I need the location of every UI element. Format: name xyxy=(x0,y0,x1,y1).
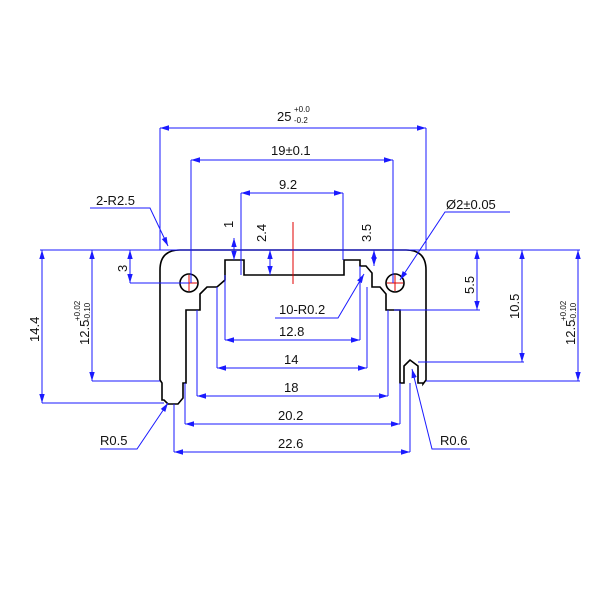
label-left-height-upper: +0.02 xyxy=(73,300,82,321)
label-left-height-lower: -0.10 xyxy=(83,302,92,321)
label-left-height: 12.5 +0.02 -0.10 xyxy=(73,300,92,345)
label-hole-diameter: Ø2±0.05 xyxy=(446,197,496,212)
leader-right-foot xyxy=(411,368,470,450)
label-height-10-5: 10.5 xyxy=(507,294,522,319)
dimension-labels: 25 +0.0 -0.2 19±0.1 9.2 2-R2.5 Ø2±0.05 1… xyxy=(27,105,578,451)
label-overall-width: 25 xyxy=(277,109,291,124)
label-radius-right-foot: R0.6 xyxy=(440,433,467,448)
label-w-20-2: 20.2 xyxy=(278,408,303,423)
right-mounting-hole xyxy=(385,273,405,293)
label-height-14-4: 14.4 xyxy=(27,317,42,342)
label-radius-left-foot: R0.5 xyxy=(100,433,127,448)
label-lip-1: 1 xyxy=(221,221,236,228)
label-overall-width-upper: +0.0 xyxy=(294,105,310,114)
label-right-height-lower: -0.10 xyxy=(569,302,578,321)
leader-left-foot xyxy=(100,402,169,450)
profile-outline xyxy=(159,249,427,405)
label-lip-2-4: 2.4 xyxy=(254,224,269,242)
label-overall-width-lower: -0.2 xyxy=(294,116,308,125)
label-fillet-radius: 10-R0.2 xyxy=(279,302,325,317)
leader-hole-diameter xyxy=(399,211,510,281)
leader-corner-radius xyxy=(90,207,169,247)
label-w-12-8: 12.8 xyxy=(279,324,304,339)
label-right-height-upper: +0.02 xyxy=(559,300,568,321)
dimension-lines xyxy=(39,125,581,455)
label-slot-outer-width: 19±0.1 xyxy=(271,143,311,158)
label-slot-inner-width: 9.2 xyxy=(279,177,297,192)
label-w-22-6: 22.6 xyxy=(278,436,303,451)
label-w-14: 14 xyxy=(284,352,298,367)
label-depth-3-5: 3.5 xyxy=(359,224,374,242)
leader-fillet xyxy=(275,273,365,319)
label-right-height: 12.5 +0.02 -0.10 xyxy=(559,300,578,345)
label-w-18: 18 xyxy=(284,380,298,395)
label-right-height-base: 12.5 xyxy=(563,320,578,345)
label-height-5-5: 5.5 xyxy=(462,276,477,294)
label-hole-offset-3: 3 xyxy=(115,265,130,272)
label-corner-radius: 2-R2.5 xyxy=(96,193,135,208)
label-left-height-base: 12.5 xyxy=(77,320,92,345)
